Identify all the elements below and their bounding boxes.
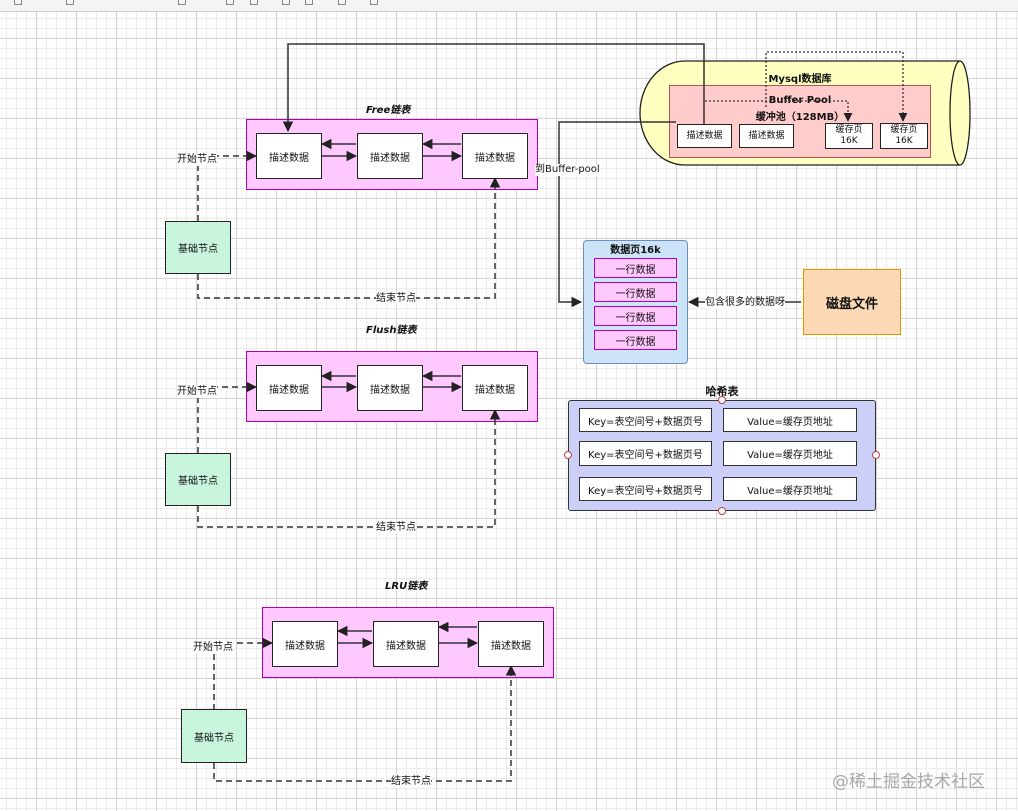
hash-table-title: 哈希表 bbox=[705, 385, 739, 398]
to-buffer-pool-label: 到Buffer-pool bbox=[535, 164, 600, 176]
free-node[interactable]: 描述数据 bbox=[256, 133, 322, 179]
lru-end-label: 结束节点 bbox=[391, 776, 431, 788]
lru-node[interactable]: 描述数据 bbox=[373, 621, 439, 667]
free-node[interactable]: 描述数据 bbox=[357, 133, 423, 179]
flush-start-label: 开始节点 bbox=[177, 386, 217, 398]
flush-node[interactable]: 描述数据 bbox=[256, 365, 322, 411]
buffer-pool-subtitle: 缓冲池（128MB） bbox=[755, 112, 845, 123]
connection-handle[interactable] bbox=[564, 451, 572, 459]
free-end-label: 结束节点 bbox=[376, 293, 416, 305]
connection-handle[interactable] bbox=[718, 396, 726, 404]
connection-handle[interactable] bbox=[872, 451, 880, 459]
lru-base-node[interactable]: 基础节点 bbox=[181, 709, 247, 763]
connection-handle[interactable] bbox=[718, 507, 726, 515]
flush-end-label: 结束节点 bbox=[376, 522, 416, 534]
flush-node[interactable]: 描述数据 bbox=[357, 365, 423, 411]
data-row[interactable]: 一行数据 bbox=[594, 330, 677, 350]
data-row[interactable]: 一行数据 bbox=[594, 282, 677, 302]
data-row[interactable]: 一行数据 bbox=[594, 306, 677, 326]
hash-key[interactable]: Key=表空间号+数据页号 bbox=[579, 477, 712, 501]
free-list-title: Free链表 bbox=[366, 105, 411, 116]
lru-list-title: LRU链表 bbox=[385, 581, 428, 592]
hash-value[interactable]: Value=缓存页地址 bbox=[723, 408, 857, 432]
toolbar bbox=[0, 0, 1018, 12]
pool-cache-page[interactable]: 缓存页 16K bbox=[880, 123, 928, 149]
free-node[interactable]: 描述数据 bbox=[462, 133, 528, 179]
toolbar-icon[interactable] bbox=[14, 0, 22, 5]
pool-desc-data[interactable]: 描述数据 bbox=[677, 124, 732, 148]
toolbar-icon[interactable] bbox=[250, 0, 258, 5]
free-base-node[interactable]: 基础节点 bbox=[165, 221, 231, 274]
flush-base-node[interactable]: 基础节点 bbox=[165, 453, 231, 506]
hash-value[interactable]: Value=缓存页地址 bbox=[723, 477, 857, 501]
flush-node[interactable]: 描述数据 bbox=[462, 365, 528, 411]
data-row[interactable]: 一行数据 bbox=[594, 258, 677, 278]
lru-node[interactable]: 描述数据 bbox=[478, 621, 544, 667]
toolbar-icon[interactable] bbox=[178, 0, 186, 5]
toolbar-icon[interactable] bbox=[305, 0, 313, 5]
hash-key[interactable]: Key=表空间号+数据页号 bbox=[579, 408, 712, 432]
lru-node[interactable]: 描述数据 bbox=[272, 621, 338, 667]
disk-file[interactable]: 磁盘文件 bbox=[803, 269, 901, 335]
flush-list-title: Flush链表 bbox=[366, 325, 417, 336]
pool-desc-data[interactable]: 描述数据 bbox=[739, 124, 794, 148]
toolbar-icon[interactable] bbox=[226, 0, 234, 5]
mysql-title: Mysql数据库 bbox=[768, 74, 832, 85]
data-page-title: 数据页16k bbox=[610, 245, 661, 256]
pool-cache-page[interactable]: 缓存页 16K bbox=[825, 123, 873, 149]
hash-key[interactable]: Key=表空间号+数据页号 bbox=[579, 441, 712, 466]
hash-value[interactable]: Value=缓存页地址 bbox=[723, 441, 857, 466]
lru-start-label: 开始节点 bbox=[193, 642, 233, 654]
toolbar-icon[interactable] bbox=[66, 0, 74, 5]
free-start-label: 开始节点 bbox=[177, 154, 217, 166]
toolbar-icon[interactable] bbox=[338, 0, 346, 5]
buffer-pool-title: Buffer Pool bbox=[768, 95, 832, 106]
toolbar-icon[interactable] bbox=[282, 0, 290, 5]
watermark: @稀土掘金技术社区 bbox=[832, 772, 985, 792]
contains-label: 包含很多的数据呀 bbox=[705, 297, 785, 309]
toolbar-icon[interactable] bbox=[370, 0, 378, 5]
